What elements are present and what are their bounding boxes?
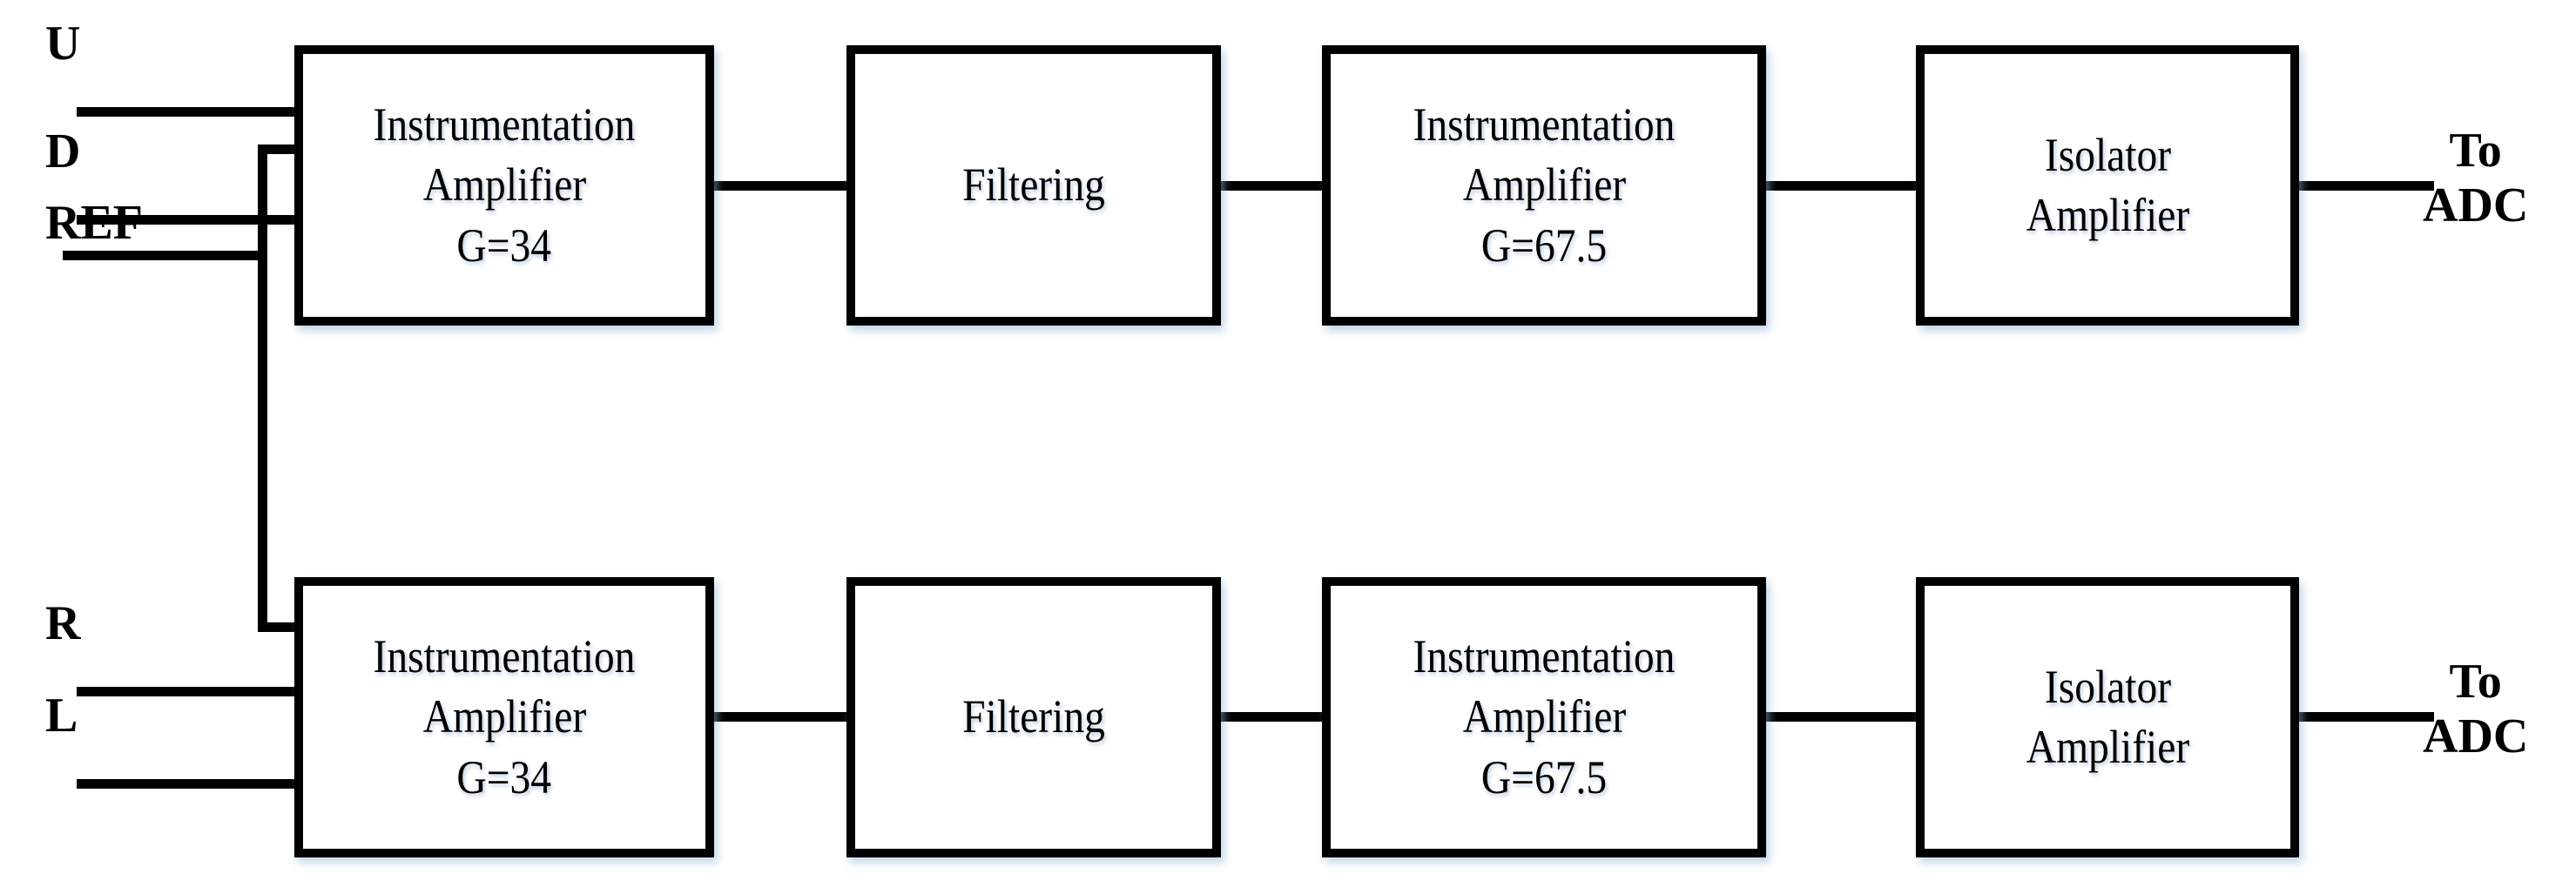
block-top-stage-1-line-2: Amplifier (422, 158, 586, 212)
block-bottom-stage-3-gain: G=67.5 (1480, 750, 1608, 803)
block-top-stage-2[interactable]: Filtering (846, 45, 1221, 326)
wire-top-stage2-to-stage3 (1216, 181, 1326, 191)
block-top-stage-4-line-1: Isolator (2044, 128, 2171, 181)
wire-top-stage1-to-stage2 (710, 181, 851, 191)
block-top-stage-3-line-2: Amplifier (1462, 158, 1626, 212)
wire-ref-trunk (258, 145, 267, 632)
output-label-top-line-1: To (2449, 124, 2502, 178)
block-top-stage-2-line-1: Filtering (962, 158, 1105, 212)
block-bottom-stage-2[interactable]: Filtering (846, 577, 1221, 857)
block-top-stage-3[interactable]: Instrumentation Amplifier G=67.5 (1322, 45, 1766, 326)
block-bottom-stage-1-line-1: Instrumentation (373, 630, 636, 683)
block-top-stage-1-line-1: Instrumentation (373, 98, 636, 151)
block-bottom-stage-4-line-2: Amplifier (2026, 721, 2189, 773)
block-top-stage-3-line-1: Instrumentation (1413, 98, 1676, 151)
wire-top-stage3-to-stage4 (1762, 181, 1920, 191)
block-bottom-stage-3[interactable]: Instrumentation Amplifier G=67.5 (1322, 577, 1766, 857)
wire-bottom-stage3-to-stage4 (1762, 712, 1920, 722)
port-label-r: R (45, 596, 81, 650)
wire-bottom-stage2-to-stage3 (1216, 712, 1326, 722)
port-label-u: U (45, 17, 81, 71)
block-top-stage-4-line-2: Amplifier (2026, 189, 2189, 241)
wire-input-l (77, 779, 299, 789)
output-label-bottom-line-1: To (2449, 655, 2502, 709)
block-bottom-stage-2-line-1: Filtering (962, 690, 1105, 743)
block-top-stage-1-gain: G=34 (456, 218, 552, 272)
wire-top-output (2295, 181, 2434, 191)
block-bottom-stage-3-line-2: Amplifier (1462, 690, 1626, 743)
block-bottom-stage-1-gain: G=34 (456, 750, 552, 803)
block-bottom-stage-3-line-1: Instrumentation (1413, 630, 1676, 683)
port-label-l: L (45, 689, 78, 743)
wire-input-r (77, 687, 299, 696)
wire-ref-stub (63, 251, 266, 260)
output-label-top-line-2: ADC (2423, 178, 2529, 232)
block-bottom-stage-4[interactable]: Isolator Amplifier (1916, 577, 2299, 857)
block-bottom-stage-4-line-1: Isolator (2044, 660, 2171, 713)
block-top-stage-3-gain: G=67.5 (1480, 218, 1608, 272)
wire-ref-to-top-block (258, 145, 301, 154)
block-top-stage-4[interactable]: Isolator Amplifier (1916, 45, 2299, 326)
wire-bottom-output (2295, 712, 2434, 722)
port-label-d: D (45, 124, 81, 178)
block-top-stage-1[interactable]: Instrumentation Amplifier G=34 (294, 45, 714, 326)
wire-ref-to-bottom-block (258, 622, 301, 632)
port-label-ref: REF (45, 196, 143, 250)
wire-input-d (77, 215, 299, 225)
output-label-top: To ADC (2423, 124, 2528, 232)
wire-input-u (77, 107, 299, 117)
block-bottom-stage-1[interactable]: Instrumentation Amplifier G=34 (294, 577, 714, 857)
output-label-bottom: To ADC (2423, 655, 2528, 763)
output-label-bottom-line-2: ADC (2423, 709, 2529, 763)
wire-bottom-stage1-to-stage2 (710, 712, 851, 722)
block-bottom-stage-1-line-2: Amplifier (422, 690, 586, 743)
